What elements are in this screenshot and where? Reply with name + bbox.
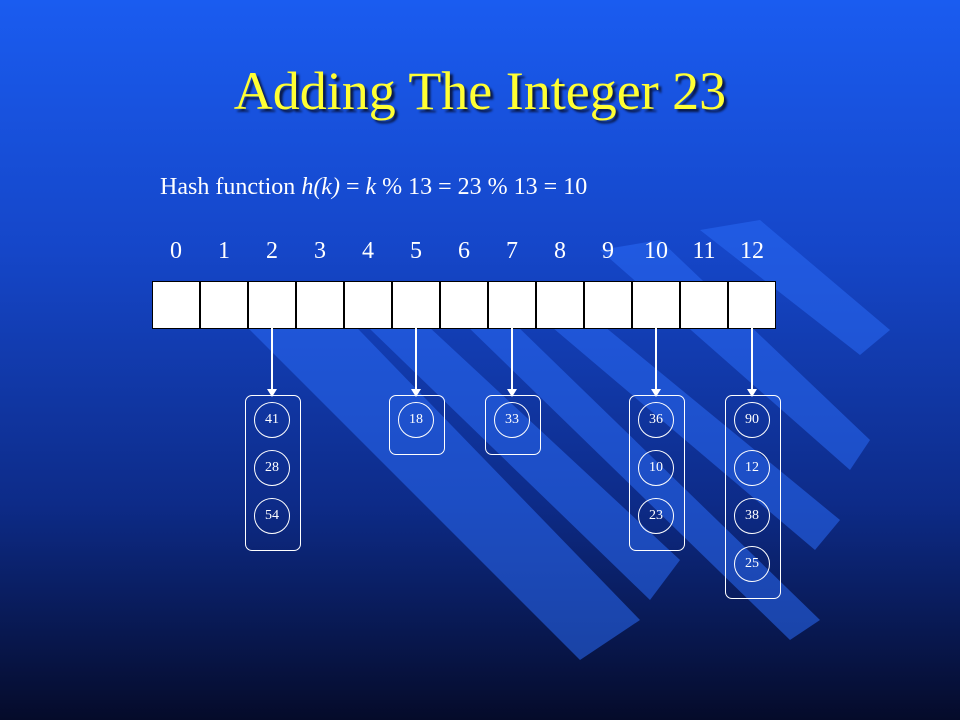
table-cell <box>345 282 393 328</box>
hash-text-part: = <box>339 174 366 200</box>
index-label: 1 <box>218 238 230 264</box>
bucket-chain <box>245 395 301 551</box>
index-label: 3 <box>314 238 326 264</box>
table-cell <box>297 282 345 328</box>
index-label: 4 <box>362 238 374 264</box>
chain-node: 41 <box>254 402 290 438</box>
index-label: 5 <box>410 238 422 264</box>
chain-node: 10 <box>638 450 674 486</box>
table-cell <box>153 282 201 328</box>
chain-node: 38 <box>734 498 770 534</box>
chain-node: 54 <box>254 498 290 534</box>
chain-node: 12 <box>734 450 770 486</box>
table-cell <box>249 282 297 328</box>
bucket-chain <box>485 395 541 455</box>
hash-table <box>152 281 776 329</box>
index-label: 8 <box>554 238 566 264</box>
hash-variable-k: k <box>365 174 377 200</box>
index-label: 0 <box>170 238 182 264</box>
index-label: 9 <box>602 238 614 264</box>
chain-node: 90 <box>734 402 770 438</box>
slide-title: Adding The Integer 23 <box>233 61 727 121</box>
hash-func-name: h(k) <box>301 174 340 200</box>
chain-node: 23 <box>638 498 674 534</box>
chain-node: 25 <box>734 546 770 582</box>
chain-node: 28 <box>254 450 290 486</box>
index-label: 11 <box>692 238 716 264</box>
chain-node: 33 <box>494 402 530 438</box>
table-cell <box>681 282 729 328</box>
index-label: 10 <box>644 238 668 264</box>
index-label: 12 <box>740 238 764 264</box>
chain-node: 36 <box>638 402 674 438</box>
hash-text-part: Hash function <box>160 174 302 200</box>
table-cell <box>489 282 537 328</box>
hash-function-text: Hash function h(k) = k % 13 = 23 % 13 = … <box>160 174 587 201</box>
table-cell <box>537 282 585 328</box>
table-cell <box>441 282 489 328</box>
bucket-chain <box>389 395 445 455</box>
table-cell <box>633 282 681 328</box>
index-label: 2 <box>266 238 278 264</box>
hash-text-part: % 13 = 23 % 13 = 10 <box>376 174 588 200</box>
table-cell <box>393 282 441 328</box>
table-cell <box>585 282 633 328</box>
chain-node: 18 <box>398 402 434 438</box>
bucket-chain <box>725 395 781 599</box>
index-label: 6 <box>458 238 470 264</box>
table-cell <box>201 282 249 328</box>
bucket-chain <box>629 395 685 551</box>
index-label: 7 <box>506 238 518 264</box>
table-cell <box>729 282 775 328</box>
